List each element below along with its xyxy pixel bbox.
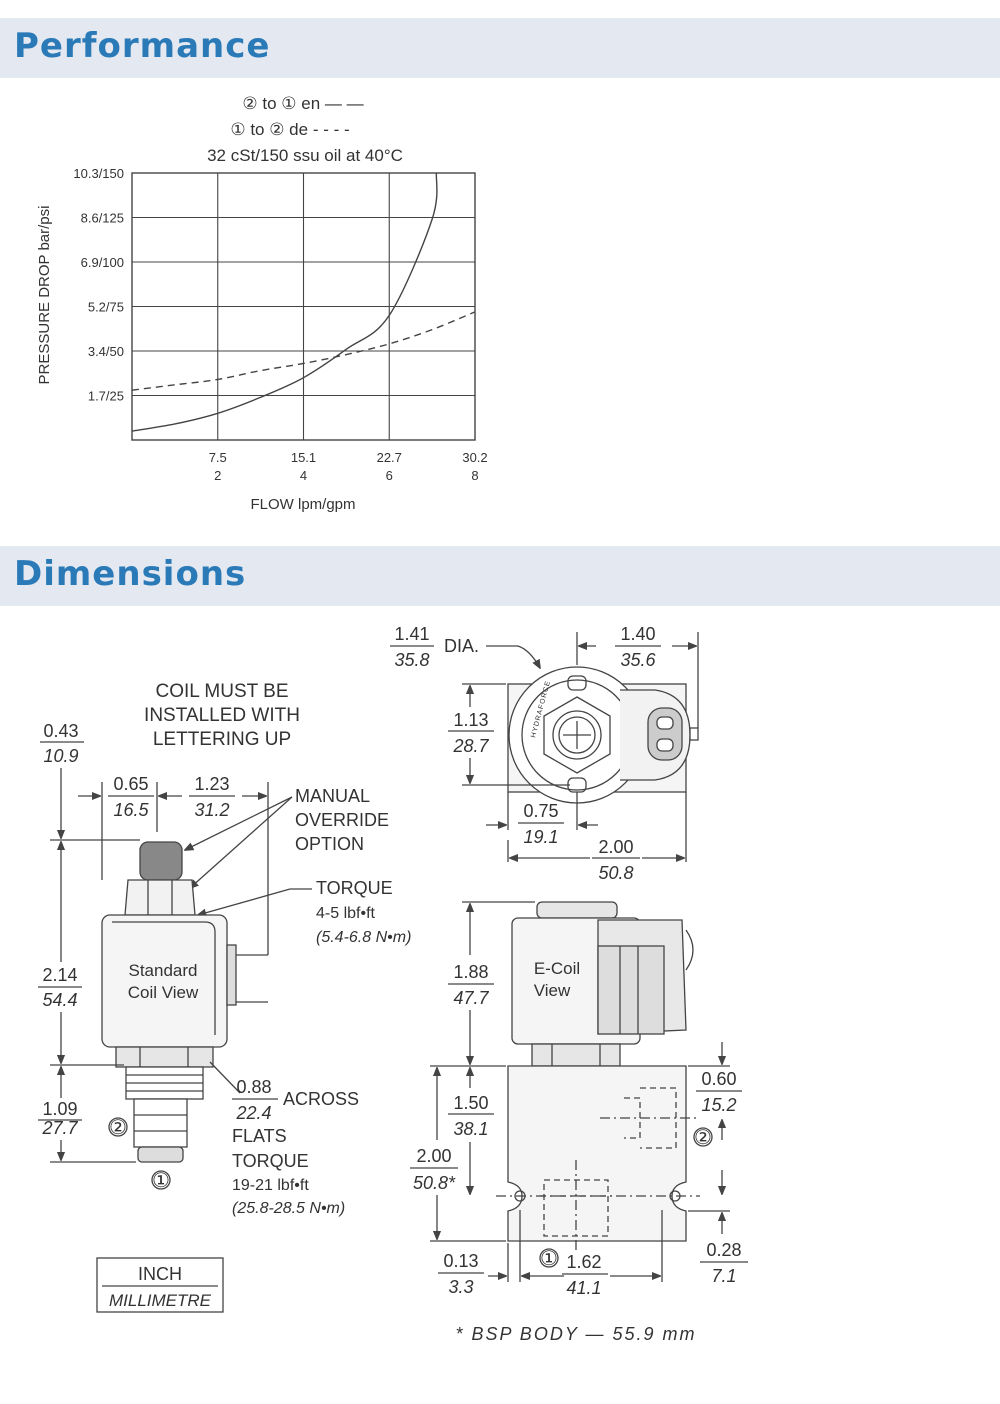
dim-188-inch: 1.88 (453, 962, 488, 982)
dim-065-inch: 0.65 (113, 774, 148, 794)
coil-note-1: COIL MUST BE (155, 681, 288, 702)
dim-141-label: DIA. (444, 636, 479, 656)
dim-109-inch: 1.09 (42, 1099, 77, 1119)
torque-coil-value: 4-5 lbf•ft (316, 905, 376, 922)
torque-coil-metric: (5.4-6.8 N•m) (316, 929, 411, 946)
dim-123-inch: 1.23 (194, 774, 229, 794)
coil-note-2: INSTALLED WITH (144, 705, 300, 726)
legend-line-3: 32 cSt/150 ssu oil at 40°C (207, 146, 403, 165)
dim-140-inch: 1.40 (620, 624, 655, 644)
manual-override-1: MANUAL (295, 786, 370, 806)
ecoil-label-1: E-Coil (534, 959, 580, 978)
ecoil-label-2: View (534, 981, 571, 1000)
dim-150-mm: 38.1 (453, 1119, 488, 1139)
y-tick-label: 1.7/25 (88, 389, 124, 404)
series-line-solid (131, 172, 438, 432)
units-inch: INCH (138, 1264, 182, 1284)
x-tick-label-gpm: 6 (386, 468, 393, 483)
dim-162-inch: 1.62 (566, 1252, 601, 1272)
dim-088-label2: FLATS (232, 1126, 287, 1146)
x-tick-label-lpm: 30.2 (462, 450, 487, 465)
standard-coil-body (101, 914, 228, 1048)
dim-113-inch: 1.13 (453, 710, 488, 730)
dim-150-inch: 1.50 (453, 1093, 488, 1113)
units-mm: MILLIMETRE (109, 1291, 212, 1310)
units-legend-box (96, 1257, 224, 1313)
pressure-drop-chart: ② to ① en — — ① to ② de - - - - 32 cSt/1… (36, 94, 488, 513)
dim-060-mm: 15.2 (701, 1095, 736, 1115)
dim-043-inch: 0.43 (43, 721, 78, 741)
dim-200-top-inch: 2.00 (598, 837, 633, 857)
dim-043-mm: 10.9 (43, 746, 78, 766)
series-line-dashed (131, 311, 476, 391)
dim-162-mm: 41.1 (566, 1278, 601, 1298)
dim-200-side-mm: 50.8* (413, 1173, 456, 1193)
dim-013-mm: 3.3 (448, 1277, 473, 1297)
y-tick-label: 10.3/150 (73, 166, 124, 181)
dim-214-mm: 54.4 (42, 990, 77, 1010)
dim-214-inch: 2.14 (42, 965, 77, 985)
standard-coil-label-2: Coil View (128, 983, 199, 1002)
performance-header: Performance (0, 18, 1000, 78)
chart-grid (131, 172, 476, 441)
dim-028-mm: 7.1 (711, 1266, 736, 1286)
dim-088-inch: 0.88 (236, 1077, 271, 1097)
legend-line-2: ① to ② de - - - - (230, 120, 349, 139)
y-tick-label: 5.2/75 (88, 300, 124, 315)
legend-line-1: ② to ① en — — (242, 94, 363, 113)
coil-note-3: LETTERING UP (153, 729, 291, 750)
port-2-left: ② (109, 1117, 127, 1139)
dim-065-mm: 16.5 (113, 800, 149, 820)
dim-088-label1: ACROSS (283, 1089, 359, 1109)
port-1-left: ① (152, 1170, 170, 1192)
x-tick-label-lpm: 22.7 (377, 450, 402, 465)
torque-body-value: 19-21 lbf•ft (232, 1177, 309, 1194)
dim-028-inch: 0.28 (706, 1240, 741, 1260)
dim-200-top-mm: 50.8 (598, 863, 633, 883)
performance-title: Performance (14, 26, 271, 66)
dim-188-mm: 47.7 (453, 988, 489, 1008)
torque-coil-title: TORQUE (316, 878, 393, 898)
port-2-right: ② (694, 1127, 712, 1149)
x-tick-label-lpm: 7.5 (209, 450, 227, 465)
dim-123-mm: 31.2 (194, 800, 229, 820)
y-axis-label: PRESSURE DROP bar/psi (36, 206, 53, 385)
manual-override-3: OPTION (295, 834, 364, 854)
x-tick-label-gpm: 2 (214, 468, 221, 483)
standard-coil-label-1: Standard (129, 961, 198, 980)
dim-200-side-inch: 2.00 (416, 1146, 451, 1166)
dimensions-title: Dimensions (14, 554, 247, 594)
dim-075-inch: 0.75 (523, 801, 558, 821)
y-tick-label: 6.9/100 (81, 255, 124, 270)
port-1-right: ① (540, 1248, 558, 1270)
y-tick-label: 3.4/50 (88, 344, 124, 359)
dim-113-mm: 28.7 (452, 736, 489, 756)
dim-088-mm: 22.4 (235, 1103, 271, 1123)
torque-body-title: TORQUE (232, 1151, 309, 1171)
dim-109-mm: 27.7 (41, 1118, 78, 1138)
x-tick-label-gpm: 4 (300, 468, 307, 483)
torque-body-metric: (25.8-28.5 N•m) (232, 1200, 345, 1217)
chart-ticks: 10.3/150 8.6/125 6.9/100 5.2/75 3.4/50 1.7/25… (73, 166, 487, 483)
bsp-body-note: * BSP BODY — 55.9 mm (455, 1324, 696, 1344)
manual-override-2: OVERRIDE (295, 810, 389, 830)
dim-060-inch: 0.60 (701, 1069, 736, 1089)
dimensions-header: Dimensions (0, 546, 1000, 606)
y-tick-label: 8.6/125 (81, 211, 124, 226)
dim-013-inch: 0.13 (443, 1251, 478, 1271)
x-axis-label: FLOW lpm/gpm (250, 496, 355, 513)
dimensions-drawing: COIL MUST BE INSTALLED WITH LETTERING UP… (38, 624, 748, 1344)
dim-141-inch: 1.41 (394, 624, 429, 644)
dim-075-mm: 19.1 (523, 827, 558, 847)
dim-140-mm: 35.6 (620, 650, 656, 670)
x-tick-label-lpm: 15.1 (291, 450, 316, 465)
dim-141-mm: 35.8 (394, 650, 429, 670)
x-tick-label-gpm: 8 (471, 468, 478, 483)
chart-series (131, 172, 476, 432)
